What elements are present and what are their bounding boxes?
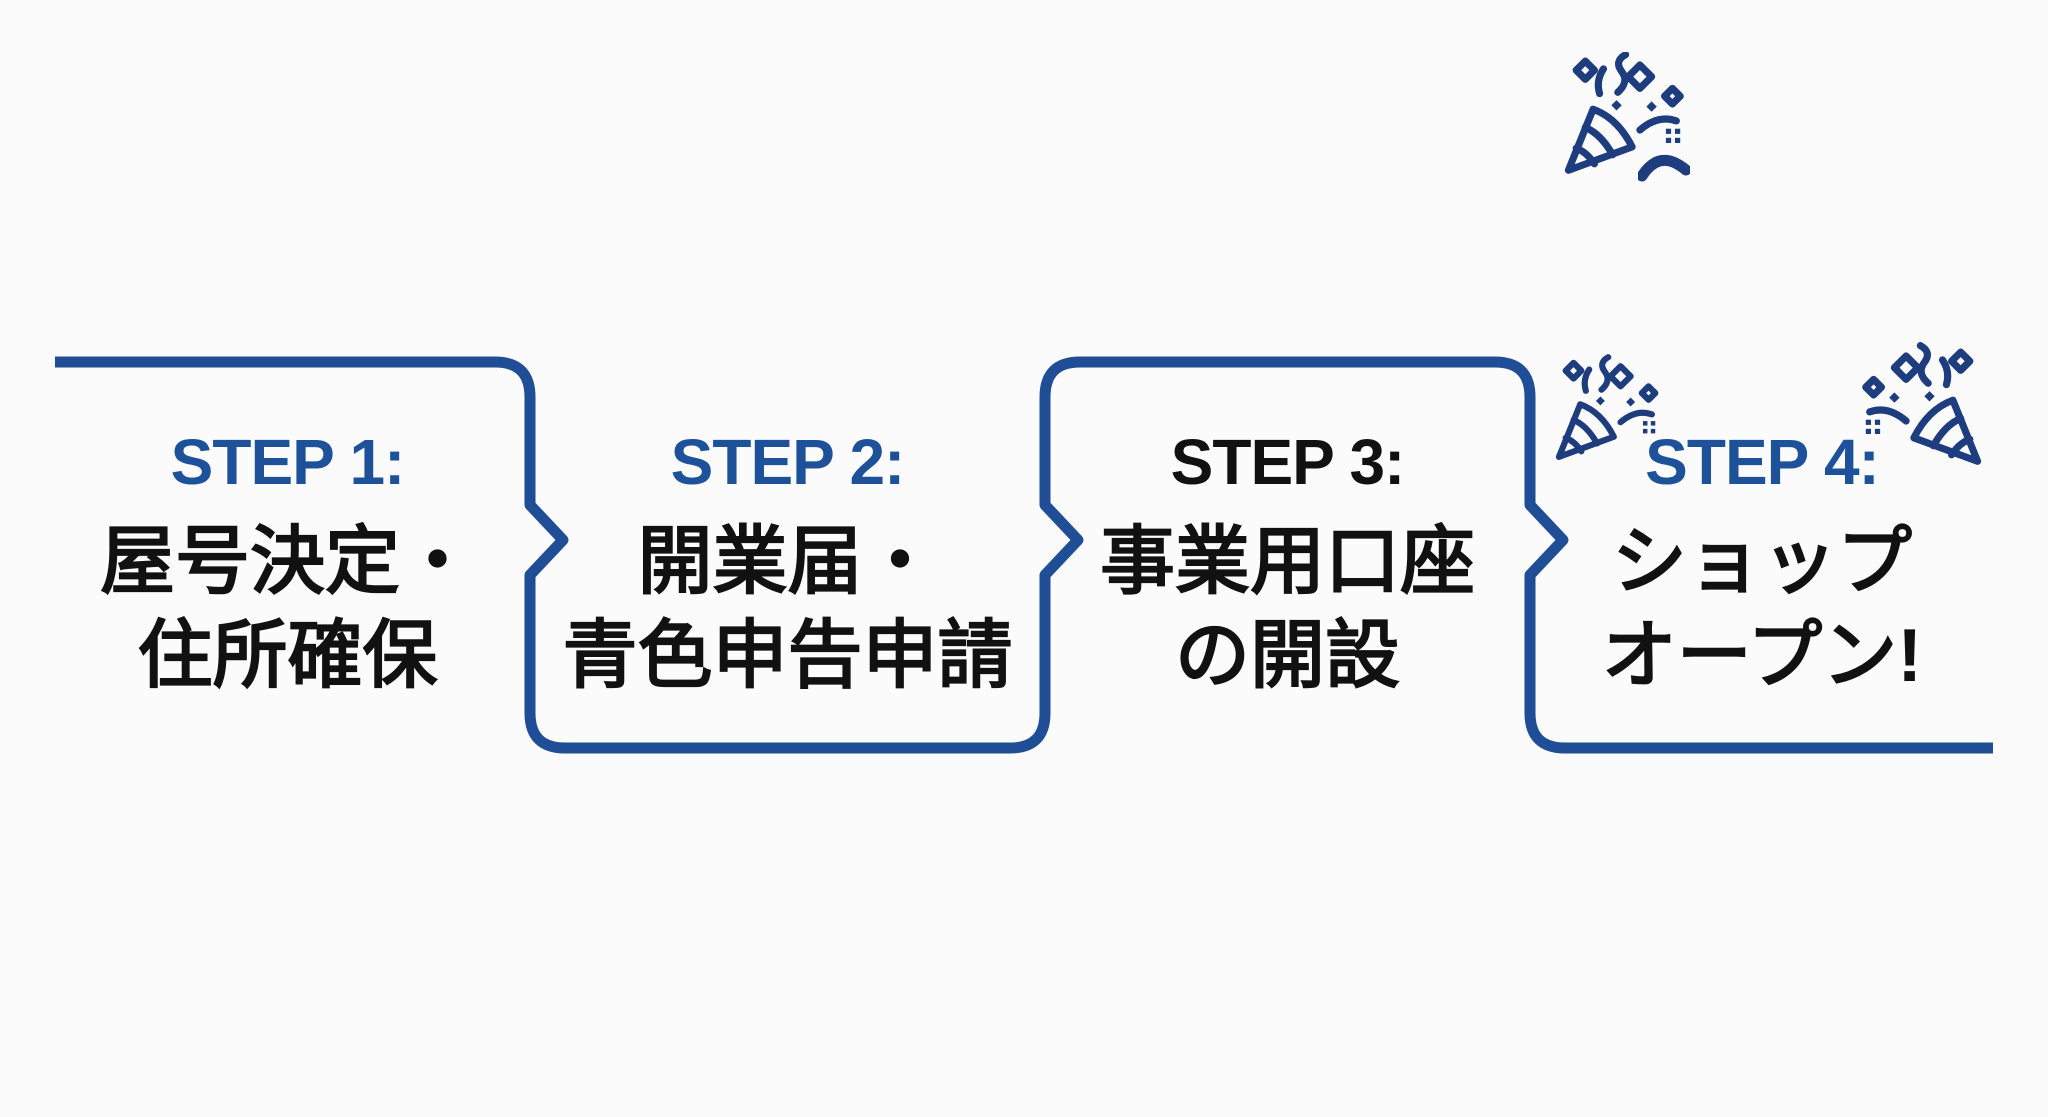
step-4-line2: オープン! — [1601, 613, 1923, 697]
step-3-box: STEP 3: 事業用口座 の開設 — [1045, 424, 1530, 702]
step-2-line2: 青色申告申請 — [562, 613, 1013, 697]
arc-fragment-icon — [1638, 144, 1690, 182]
step-2-box: STEP 2: 開業届・ 青色申告申請 — [530, 424, 1045, 702]
step-2-line1: 開業届・ — [637, 519, 938, 603]
step-3-line2: の開設 — [1174, 613, 1400, 697]
step-3-line1: 事業用口座 — [1099, 519, 1475, 603]
step-1-label: STEP 1: — [170, 426, 406, 498]
party-popper-icon — [1550, 336, 1662, 486]
step-1-line1: 屋号決定・ — [99, 519, 475, 603]
step-1-box: STEP 1: 屋号決定・ 住所確保 — [45, 424, 530, 702]
step-4-label: STEP 4: — [1645, 426, 1880, 498]
step-3-label: STEP 3: — [1170, 426, 1406, 498]
party-popper-icon — [1858, 333, 1988, 483]
party-popper-icon — [1558, 52, 1688, 182]
step-4-line1: ショップ — [1611, 519, 1912, 603]
step-1-line2: 住所確保 — [137, 613, 438, 697]
step-4-box: STEP 4: ショップ オープン! — [1528, 424, 1996, 702]
step-2-label: STEP 2: — [670, 426, 906, 498]
